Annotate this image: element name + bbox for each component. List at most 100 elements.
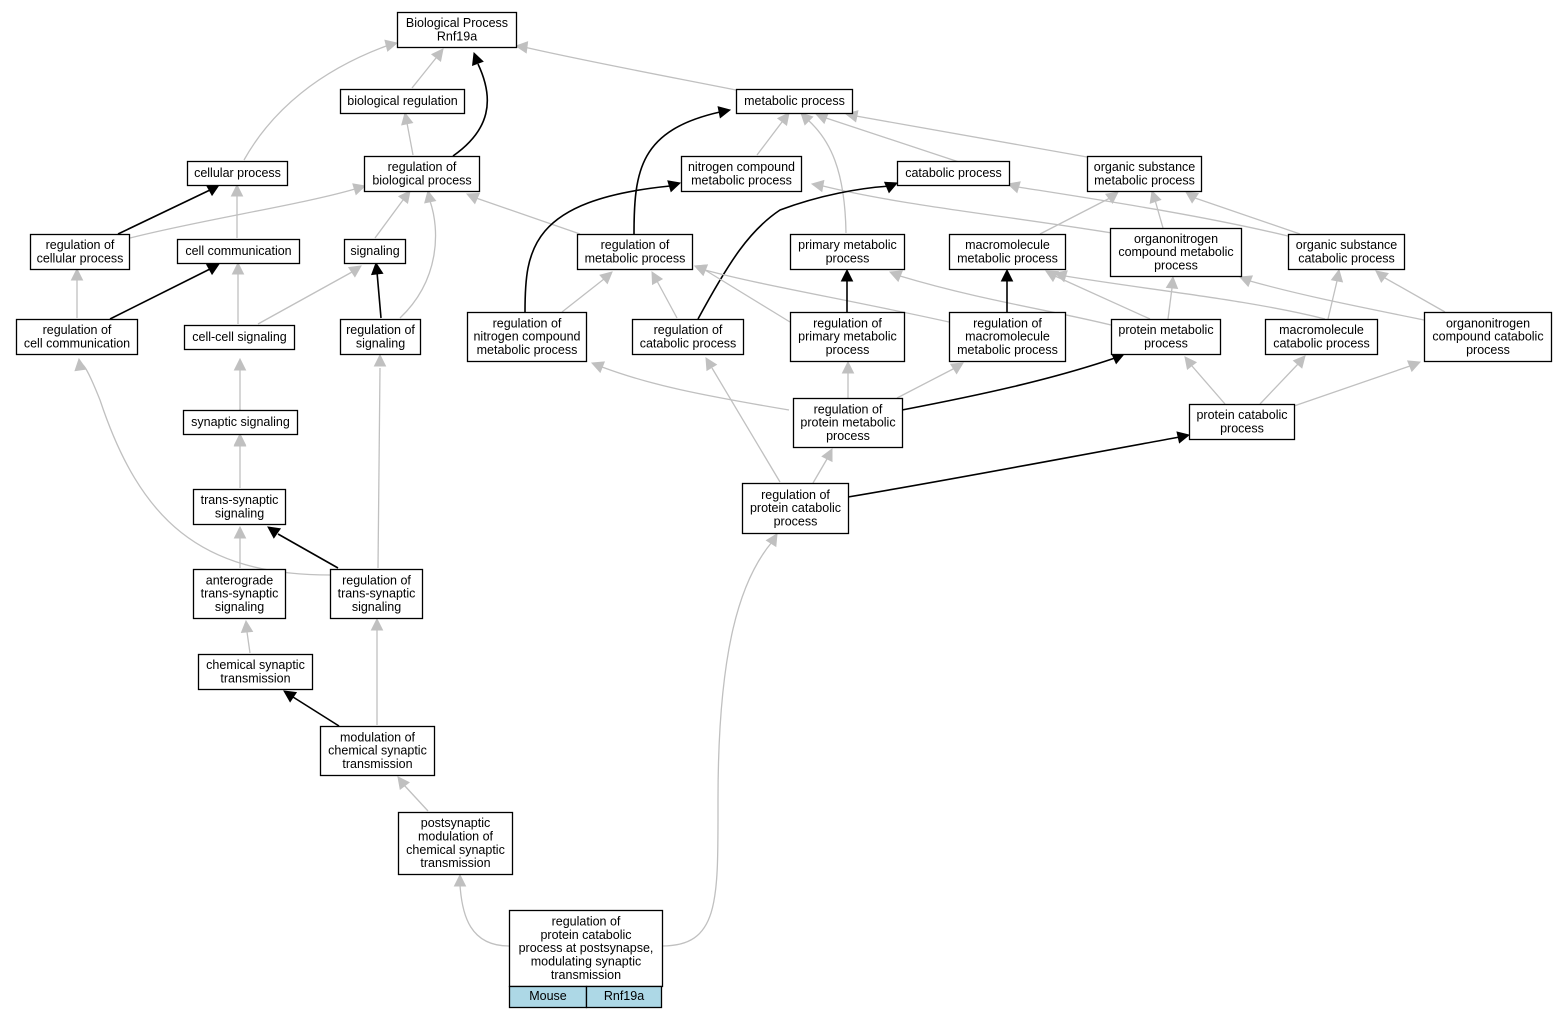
- is-a-edge-4: [401, 111, 414, 156]
- node-label-line: transmission: [551, 968, 621, 982]
- is-a-edge-12: [374, 190, 411, 239]
- node-box: [396, 11, 518, 49]
- node-label-line: process: [1144, 336, 1188, 350]
- node-label-line: modulating synaptic: [531, 954, 641, 968]
- node-box: [176, 238, 301, 265]
- node-box: [186, 160, 289, 187]
- node-label-line: metabolic process: [691, 173, 792, 187]
- node-label-line: metabolic process: [585, 251, 686, 265]
- node-box: [1109, 227, 1243, 278]
- node-box: [183, 324, 296, 351]
- node-box: [466, 311, 588, 363]
- node-label-line: cellular process: [37, 251, 124, 265]
- regulates-edge-20: [524, 180, 682, 313]
- is-a-edge-5: [756, 112, 790, 156]
- node-label-line: catabolic process: [1273, 336, 1370, 350]
- node-box: [680, 155, 803, 193]
- is-a-edge-33: [888, 270, 1112, 326]
- gene-legend: Mouse Rnf19a: [508, 985, 663, 1009]
- is-a-edge-27: [399, 189, 437, 319]
- node-label-line: signaling: [215, 600, 264, 614]
- node-label-line: biological regulation: [347, 94, 458, 108]
- node-box: [339, 88, 466, 115]
- legend-gene-label: Rnf19a: [604, 989, 644, 1003]
- node-label-line: synaptic signaling: [191, 415, 290, 429]
- node-label-line: organic substance: [1296, 238, 1398, 252]
- node-label-line: transmission: [420, 856, 490, 870]
- regulates-edge-32: [840, 268, 854, 312]
- node-label-line: transmission: [220, 671, 290, 685]
- is-a-edge-57: [373, 353, 387, 569]
- is-a-edge-56: [74, 357, 331, 576]
- is-a-edge-1: [411, 48, 444, 89]
- go-term-node-cellcell: cell-cell signaling: [183, 324, 296, 351]
- node-label-line: regulation of: [654, 323, 723, 337]
- is-a-edge-7: [814, 112, 969, 166]
- node-box: [1110, 318, 1222, 356]
- node-label-line: catabolic process: [905, 166, 1002, 180]
- node-box: [182, 409, 299, 436]
- is-a-edge-8: [844, 110, 1088, 158]
- is-a-edge-38: [1327, 268, 1344, 320]
- node-label-line: organonitrogen: [1446, 316, 1530, 330]
- node-label-line: process: [826, 429, 870, 443]
- node-label-line: metabolic process: [744, 94, 845, 108]
- node-label-line: process: [826, 343, 870, 357]
- node-label-line: process: [1154, 258, 1198, 272]
- node-label-line: regulation of: [552, 915, 621, 929]
- node-label-line: modulation of: [340, 730, 416, 744]
- node-label-line: process: [1466, 343, 1510, 357]
- node-label-line: chemical synaptic: [328, 744, 427, 758]
- node-label-line: metabolic process: [477, 343, 578, 357]
- node-box: [1264, 318, 1379, 356]
- node-box: [397, 811, 514, 876]
- graph-edges: [70, 39, 1446, 947]
- is-a-edge-43: [590, 361, 790, 411]
- node-label-line: protein metabolic: [800, 416, 895, 430]
- node-box: [792, 397, 904, 449]
- node-label-line: signaling: [356, 336, 405, 350]
- is-a-edge-60: [370, 617, 384, 725]
- node-box: [576, 233, 694, 271]
- node-box: [192, 568, 287, 620]
- node-label-line: metabolic process: [957, 343, 1058, 357]
- is-a-edge-25: [257, 265, 362, 325]
- node-label-line: process at postsynapse,: [519, 941, 654, 955]
- node-label-line: regulation of: [346, 323, 415, 337]
- is-a-edge-45: [896, 362, 964, 399]
- node-label-line: trans-synaptic: [338, 587, 416, 601]
- node-label-line: regulation of: [342, 573, 411, 587]
- is-a-edge-17: [1149, 189, 1164, 229]
- node-label-line: Rnf19a: [437, 29, 477, 43]
- is-a-edge-14: [810, 179, 1113, 234]
- node-label-line: trans-synaptic: [201, 493, 279, 507]
- node-label-line: catabolic process: [1298, 251, 1395, 265]
- node-box: [15, 318, 139, 356]
- node-box: [631, 318, 745, 356]
- legend-gene-cell: [585, 985, 663, 1009]
- is-a-edge-44: [841, 360, 855, 398]
- is-a-edge-51: [705, 357, 781, 483]
- node-box: [1188, 403, 1296, 441]
- node-label-line: Biological Process: [406, 16, 508, 30]
- node-label-line: metabolic process: [957, 251, 1058, 265]
- regulates-edge-23: [109, 263, 220, 320]
- is-a-edge-30: [693, 264, 791, 323]
